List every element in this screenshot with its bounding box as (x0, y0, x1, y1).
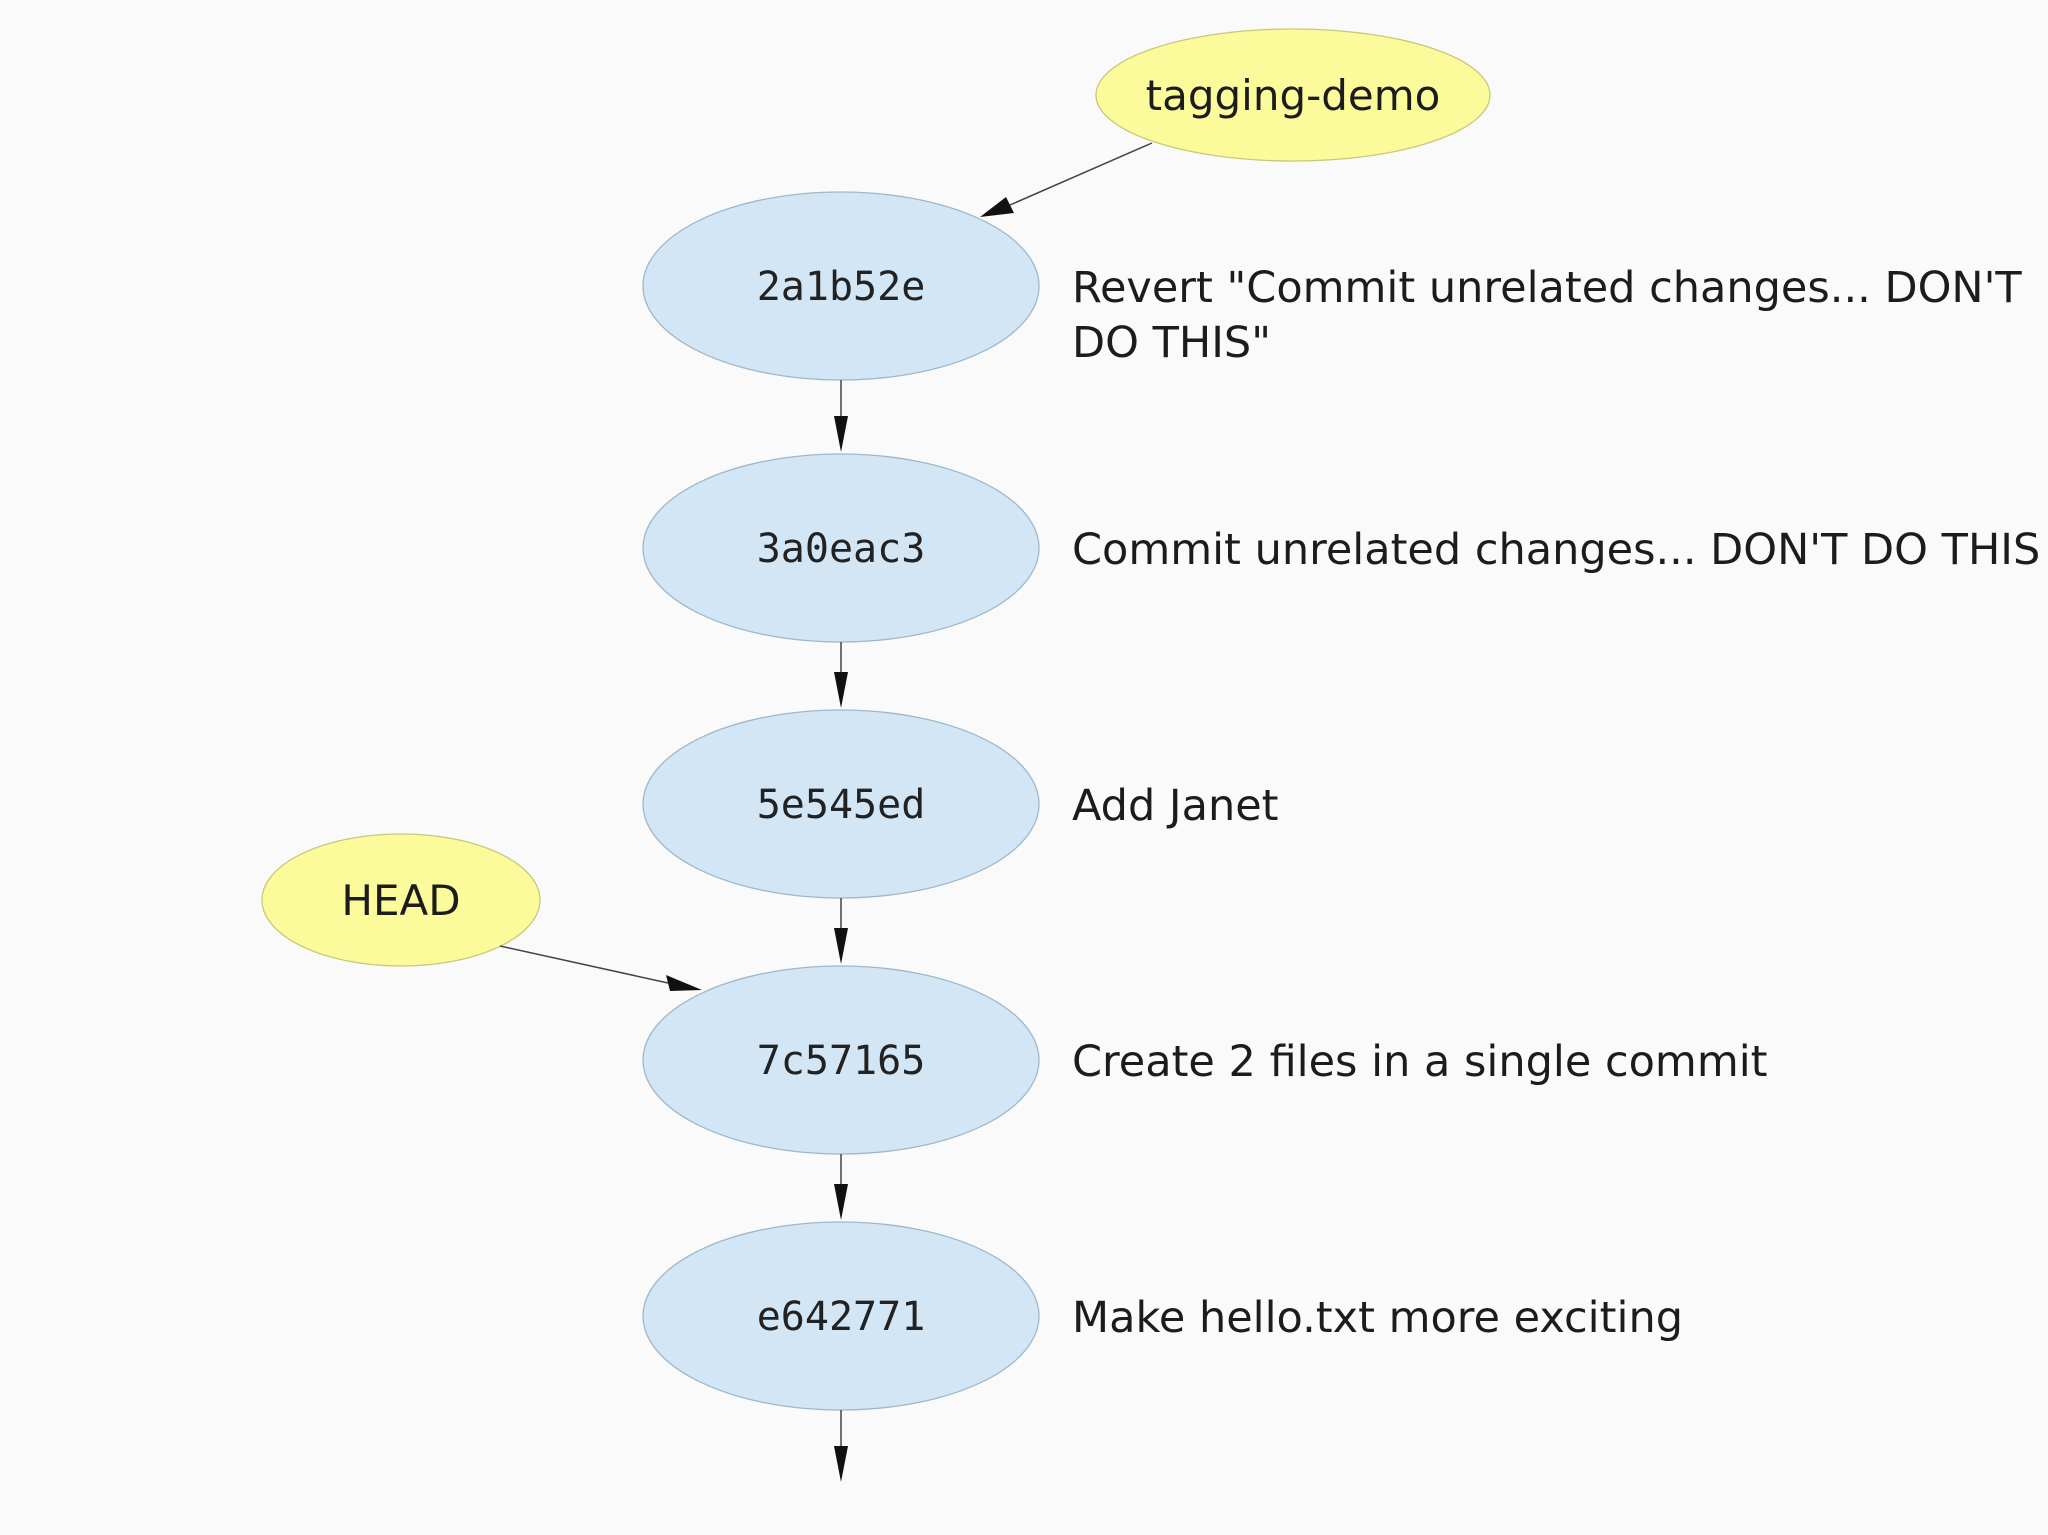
commit-node-3a0eac3: 3a0eac3 (642, 453, 1040, 643)
edge-e642771-to-parent (834, 1410, 848, 1482)
edge-2a1b52e-to-3a0eac3 (834, 380, 848, 452)
ref-label-tagging-demo: tagging-demo (1146, 71, 1441, 120)
commit-message-line: DO THIS" (1072, 318, 1271, 368)
commit-message-line: Commit unrelated changes... DON'T DO THI… (1072, 525, 2040, 575)
commit-node-2a1b52e: 2a1b52e (642, 191, 1040, 381)
commit-node-7c57165: 7c57165 (642, 965, 1040, 1155)
commit-message-line: Add Janet (1072, 781, 1279, 831)
commit-node-5e545ed: 5e545ed (642, 709, 1040, 899)
commit-hash: 2a1b52e (757, 264, 926, 310)
commit-message-line: Revert "Commit unrelated changes... DON'… (1072, 263, 2022, 313)
commit-message-line: Create 2 files in a single commit (1072, 1037, 1768, 1087)
commit-hash: 3a0eac3 (757, 526, 926, 572)
edge-7c57165-to-e642771 (834, 1154, 848, 1220)
edge-3a0eac3-to-5e545ed (834, 642, 848, 708)
edge-tagging-demo-to-2a1b52e (980, 142, 1153, 217)
commit-message-line: Make hello.txt more exciting (1072, 1293, 1683, 1343)
ref-node-tagging-demo: tagging-demo (1095, 28, 1491, 162)
commit-hash: 7c57165 (757, 1038, 926, 1084)
edge-head-to-7c57165 (499, 945, 702, 991)
edge-5e545ed-to-7c57165 (834, 898, 848, 964)
commit-hash: e642771 (757, 1294, 926, 1340)
commit-node-e642771: e642771 (642, 1221, 1040, 1411)
commit-hash: 5e545ed (757, 782, 926, 828)
ref-node-head: HEAD (261, 833, 541, 967)
ref-label-head: HEAD (341, 876, 460, 925)
